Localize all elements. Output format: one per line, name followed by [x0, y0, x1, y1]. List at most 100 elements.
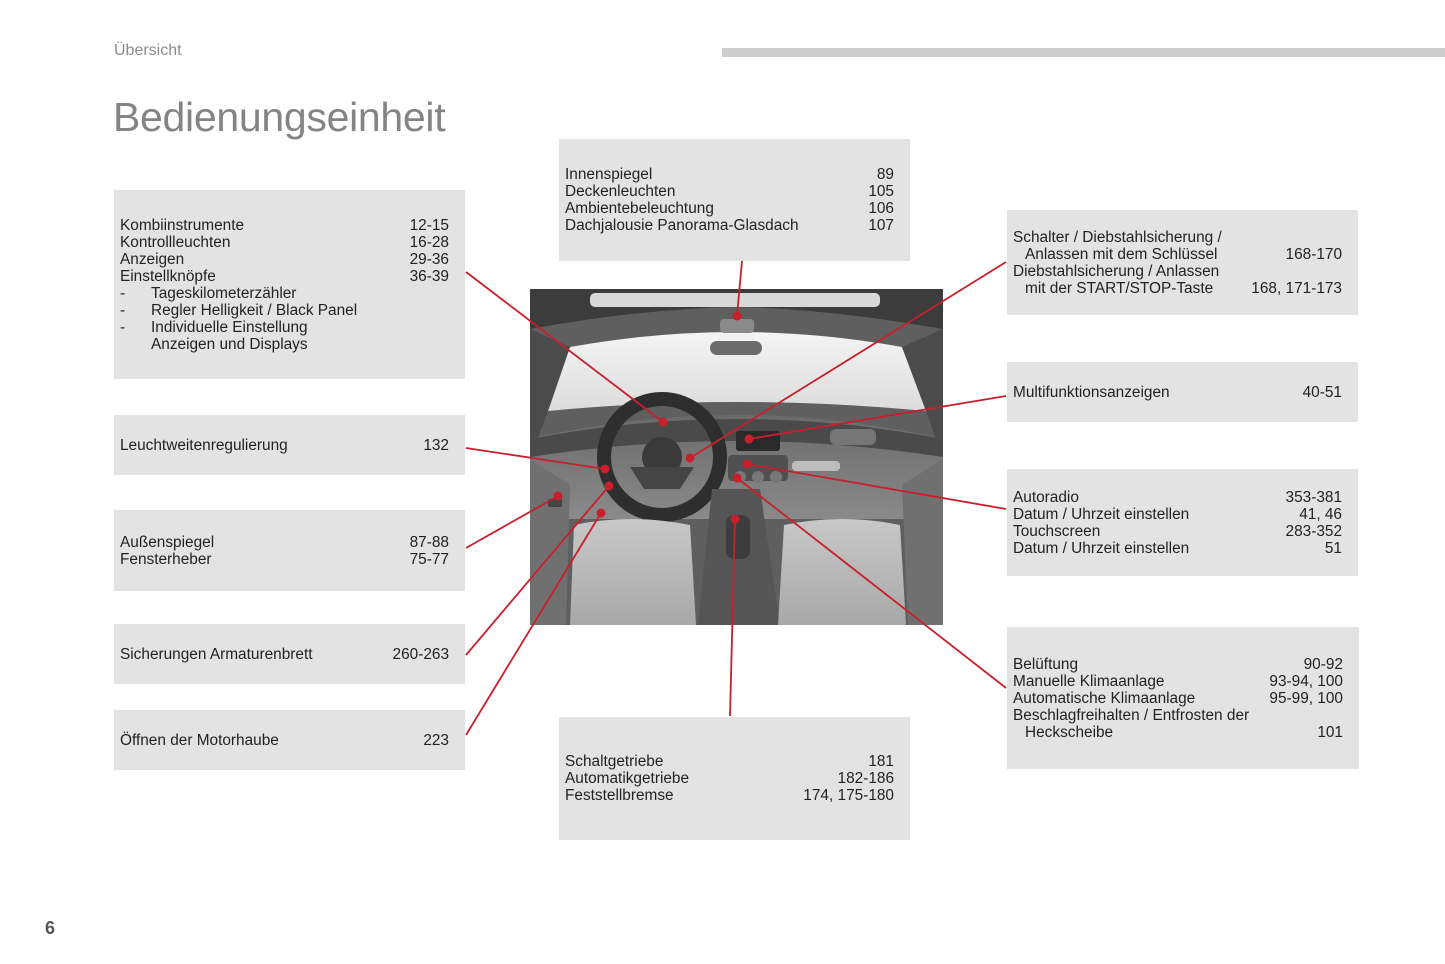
row-label: Belüftung [1013, 655, 1079, 673]
box-row[interactable]: Deckenleuchten 105 [565, 183, 894, 200]
box-klima: Belüftung 90-92 Manuelle Klimaanlage 93-94… [1007, 627, 1359, 769]
row-label: Kombiinstrumente [120, 216, 245, 234]
box-subitem[interactable]: - Regler Helligkeit / Black Panel [120, 302, 449, 319]
row-label: Dachjalousie Panorama-Glasdach [565, 217, 799, 234]
row-page: 106 [868, 200, 894, 217]
box-row[interactable]: Kombiinstrumente 12-15 [120, 217, 449, 234]
row-label: Multifunktionsanzeigen [1013, 383, 1170, 401]
row-page: 87-88 [409, 533, 449, 551]
row-label: Leuchtweitenregulierung [120, 436, 288, 454]
row-page: 16-28 [409, 233, 449, 251]
row-label: Datum / Uhrzeit einstellen [1013, 505, 1190, 523]
section-label: Übersicht [114, 42, 182, 59]
row-page: 51 [1324, 539, 1342, 557]
row-page: 29-36 [409, 250, 449, 268]
dash-marker: - [120, 284, 126, 302]
box-row[interactable]: Autoradio 353-381 [1013, 489, 1342, 506]
box-kombiinstrumente: Kombiinstrumente 12-15 Kontrollleuchten 16… [114, 190, 465, 379]
box-schalter: Schalter / Diebstahlsicherung / Anlassen… [1007, 210, 1358, 315]
row-page: 107 [868, 217, 894, 234]
row-label: Kontrollleuchten [120, 233, 231, 251]
row-page: 182-186 [837, 770, 894, 787]
row-label: Anlassen mit dem Schlüssel [1025, 245, 1218, 263]
row-label: Automatikgetriebe [565, 770, 690, 787]
box-row[interactable]: Automatische Klimaanlage 95-99, 100 [1013, 690, 1343, 707]
box-leuchtweite: Leuchtweitenregulierung 132 [114, 415, 465, 475]
row-page: 41, 46 [1299, 505, 1342, 523]
box-row[interactable]: Leuchtweitenregulierung 132 [120, 437, 449, 454]
box-row[interactable]: Anzeigen 29-36 [120, 251, 449, 268]
box-row[interactable]: Datum / Uhrzeit einstellen 51 [1013, 540, 1342, 557]
row-page: 90-92 [1303, 655, 1343, 673]
row-label: Fensterheber [120, 550, 212, 568]
row-page: 283-352 [1285, 522, 1342, 540]
box-row[interactable]: Automatikgetriebe 182-186 [565, 770, 894, 787]
row-label: Diebstahlsicherung / Anlassen [1013, 262, 1220, 280]
row-label: Innenspiegel [565, 166, 653, 183]
box-row[interactable]: Einstellknöpfe 36-39 [120, 268, 449, 285]
row-page: 75-77 [409, 550, 449, 568]
row-page: 12-15 [409, 216, 449, 234]
page-title: Bedienungseinheit [113, 94, 446, 140]
subitem-label: Anzeigen und Displays [151, 335, 308, 353]
row-label: Manuelle Klimaanlage [1013, 672, 1165, 690]
box-row[interactable]: Belüftung 90-92 [1013, 656, 1343, 673]
row-page: 36-39 [409, 267, 449, 285]
row-label: Feststellbremse [565, 787, 674, 804]
box-sicherungen: Sicherungen Armaturenbrett 260-263 [114, 624, 465, 684]
row-label: Ambientebeleuchtung [565, 200, 714, 217]
box-row[interactable]: Touchscreen 283-352 [1013, 523, 1342, 540]
dash-marker: - [120, 301, 126, 319]
box-row[interactable]: Beschlagfreihalten / Entfrosten der [1013, 707, 1343, 724]
box-row[interactable]: Schalter / Diebstahlsicherung / [1013, 229, 1342, 246]
row-page: 93-94, 100 [1269, 672, 1343, 690]
row-label: Schalter / Diebstahlsicherung / [1013, 228, 1222, 246]
row-label: Sicherungen Armaturenbrett [120, 645, 313, 663]
row-label: Beschlagfreihalten / Entfrosten der [1013, 706, 1250, 724]
box-row[interactable]: Sicherungen Armaturenbrett 260-263 [120, 646, 449, 663]
row-label: Einstellknöpfe [120, 267, 216, 285]
box-row[interactable]: Heckscheibe 101 [1013, 724, 1343, 741]
row-label: Autoradio [1013, 488, 1079, 506]
box-row[interactable]: Diebstahlsicherung / Anlassen [1013, 263, 1342, 280]
row-page: 101 [1317, 723, 1343, 741]
box-row[interactable]: Kontrollleuchten 16-28 [120, 234, 449, 251]
row-page: 260-263 [392, 645, 449, 663]
dash-marker: - [120, 318, 126, 336]
box-row[interactable]: Manuelle Klimaanlage 93-94, 100 [1013, 673, 1343, 690]
dashboard-image [530, 289, 943, 625]
box-row[interactable]: Dachjalousie Panorama-Glasdach 107 [565, 217, 894, 234]
row-label: Anzeigen [120, 250, 185, 268]
row-page: 353-381 [1285, 488, 1342, 506]
subitem-label: Tageskilometerzähler [151, 284, 297, 302]
row-label: Heckscheibe [1025, 723, 1114, 741]
row-label: Datum / Uhrzeit einstellen [1013, 539, 1190, 557]
row-page: 105 [868, 183, 894, 200]
header-bar [722, 48, 1445, 57]
box-row[interactable]: Datum / Uhrzeit einstellen 41, 46 [1013, 506, 1342, 523]
row-page: 132 [423, 436, 449, 454]
row-page: 95-99, 100 [1269, 689, 1343, 707]
page-number: 6 [45, 918, 56, 938]
row-label: Touchscreen [1013, 522, 1101, 540]
box-row[interactable]: Fensterheber 75-77 [120, 551, 449, 568]
row-label: mit der START/STOP-Taste [1025, 279, 1214, 297]
row-label: Automatische Klimaanlage [1013, 689, 1196, 707]
subitem-label: Regler Helligkeit / Black Panel [151, 301, 358, 319]
box-row[interactable]: Ambientebeleuchtung 106 [565, 200, 894, 217]
row-page: 181 [868, 753, 894, 770]
row-label: Deckenleuchten [565, 183, 676, 200]
row-page: 223 [423, 731, 449, 749]
box-subitem[interactable]: - Tageskilometerzähler [120, 285, 449, 302]
box-subitem[interactable]: -Individuelle Einstellung [120, 319, 449, 336]
